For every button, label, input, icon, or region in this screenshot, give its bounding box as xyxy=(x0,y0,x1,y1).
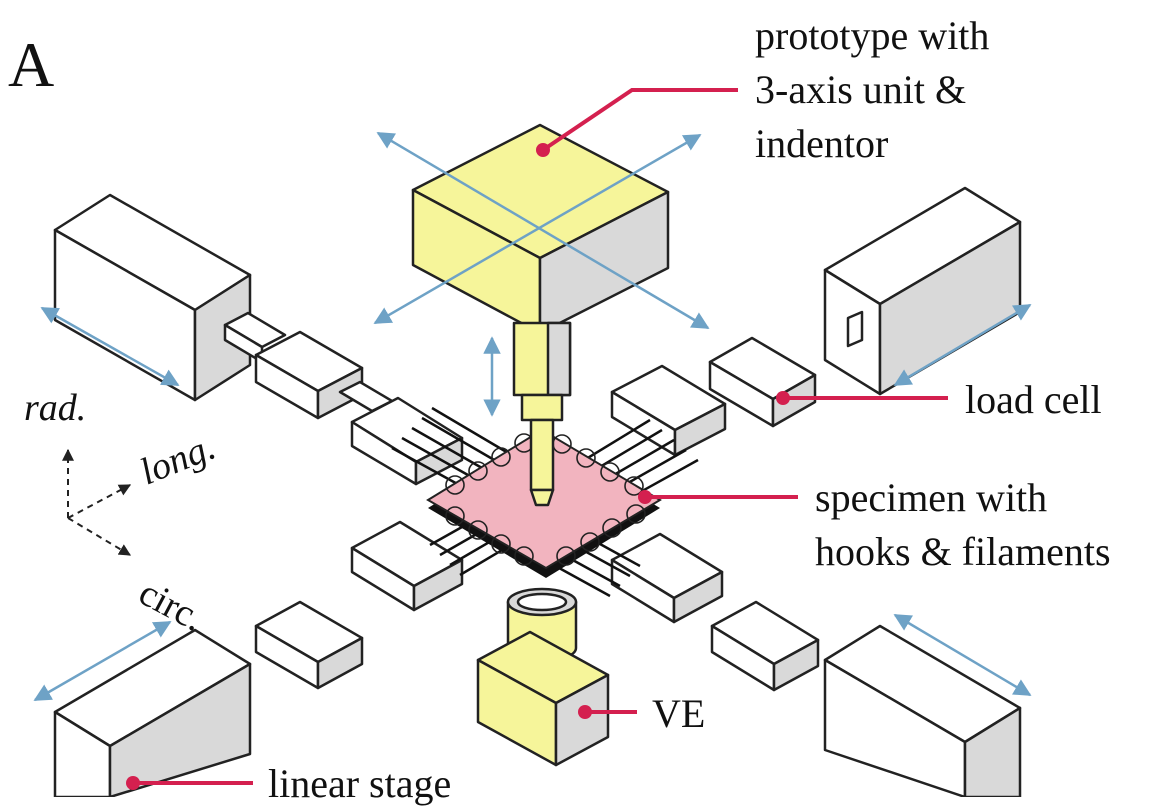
label-ve: VE xyxy=(652,691,706,736)
label-load-cell: load cell xyxy=(965,377,1102,422)
label-linear-stage: linear stage xyxy=(268,761,452,806)
label-specimen-line1: specimen with xyxy=(815,475,1048,520)
callouts xyxy=(126,88,948,790)
motion-arrow-upper-left xyxy=(40,306,180,387)
motion-arrow-upper-right xyxy=(893,303,1032,387)
axis-label-rad: rad. xyxy=(24,387,87,429)
panel-label: A xyxy=(8,29,55,100)
label-prototype-line1: prototype with xyxy=(755,13,990,58)
label-specimen-line2: hooks & filaments xyxy=(815,529,1111,574)
label-prototype-line2: 3-axis unit & xyxy=(755,67,967,112)
motion-arrow-lower-right xyxy=(893,613,1032,697)
linear-stage-upper-left xyxy=(53,193,464,486)
indentor-shaft xyxy=(512,321,572,507)
motion-arrow-indentor-diag-2 xyxy=(373,133,702,325)
motion-arrow-lower-left xyxy=(33,620,172,702)
coordinate-axes xyxy=(62,448,132,556)
linear-stage-upper-right xyxy=(610,186,1022,457)
ve-camera xyxy=(476,587,610,767)
label-prototype-line3: indentor xyxy=(755,121,889,166)
linear-stage-lower-left xyxy=(53,520,464,799)
